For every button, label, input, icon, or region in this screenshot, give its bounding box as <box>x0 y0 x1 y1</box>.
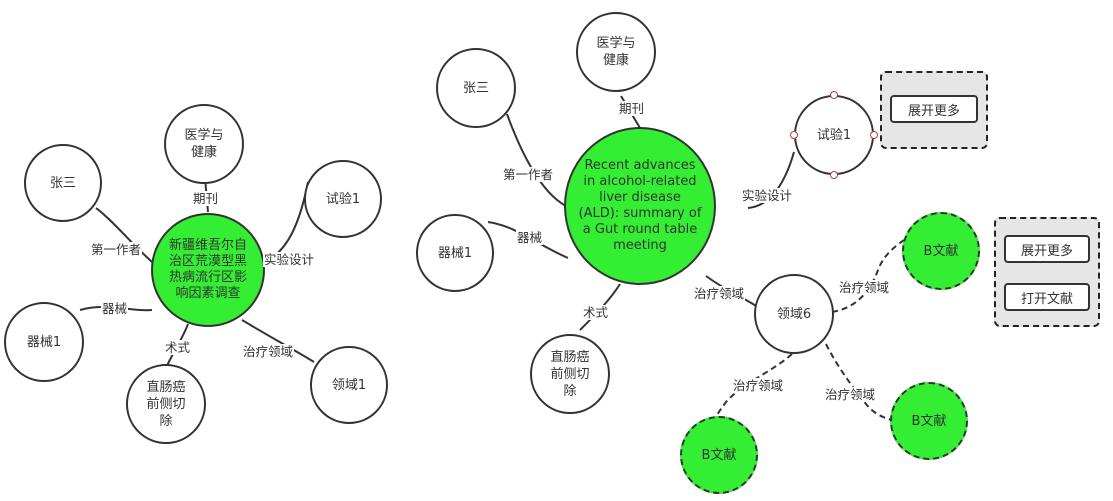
right-edge-label-ref-right: 治疗领域 <box>824 387 877 402</box>
expand-more-button[interactable]: 展开更多 <box>890 95 978 123</box>
right-ref-right-node[interactable]: B文献 <box>890 382 968 460</box>
left-edge-label-field: 治疗领域 <box>242 344 295 359</box>
right-center-title: Recent advances in alcohol-related liver… <box>578 158 702 253</box>
resize-handle-top[interactable] <box>830 91 838 99</box>
left-field-node[interactable]: 领域1 <box>310 346 388 424</box>
left-experiment-node[interactable]: 试验1 <box>304 160 382 238</box>
edge-right-ref-right <box>825 343 893 421</box>
left-device-node[interactable]: 器械1 <box>4 302 84 382</box>
edge-left-author <box>95 207 153 263</box>
left-author-node[interactable]: 张三 <box>24 144 102 222</box>
right-edge-label-ref-top: 治疗领域 <box>838 280 891 295</box>
left-edge-label-device: 器械 <box>101 301 129 316</box>
edge-left-experiment <box>263 181 309 263</box>
field-action-panel: 展开更多 打开文献 <box>994 217 1100 327</box>
right-edge-label-ref-bottom: 治疗领域 <box>732 378 785 393</box>
open-reference-button[interactable]: 打开文献 <box>1004 283 1090 311</box>
resize-handle-left[interactable] <box>790 131 798 139</box>
left-edge-label-journal: 期刊 <box>192 191 220 206</box>
right-experiment-node[interactable]: 试验1 <box>794 95 874 175</box>
left-journal-node[interactable]: 医学与健康 <box>164 104 244 184</box>
right-ref-bottom-node[interactable]: B文献 <box>680 416 758 494</box>
left-center-title: 新疆维吾尔自治区荒漠型黑热病流行区影响因素调查 <box>168 238 247 301</box>
left-surgery-node[interactable]: 直肠癌前侧切除 <box>126 364 206 444</box>
left-edge-label-surgery: 术式 <box>164 340 192 355</box>
edge-right-ref-bottom <box>715 353 793 419</box>
left-edge-label-experiment: 实验设计 <box>263 252 316 267</box>
right-field-node[interactable]: 领域6 <box>754 274 834 354</box>
right-edge-label-author: 第一作者 <box>502 167 555 182</box>
edge-right-author <box>506 113 567 207</box>
resize-handle-right[interactable] <box>870 131 878 139</box>
right-ref-top-node[interactable]: B文献 <box>902 212 980 290</box>
right-device-node[interactable]: 器械1 <box>416 214 494 292</box>
right-author-node[interactable]: 张三 <box>436 48 516 128</box>
right-surgery-node[interactable]: 直肠癌前侧切除 <box>530 334 610 414</box>
edge-right-ref-top <box>831 239 905 313</box>
left-edge-label-author: 第一作者 <box>90 242 143 257</box>
right-center-node[interactable]: Recent advances in alcohol-related liver… <box>564 127 716 285</box>
resize-handle-bottom[interactable] <box>830 171 838 179</box>
right-edge-label-device: 器械 <box>516 230 544 245</box>
right-edge-label-journal: 期刊 <box>618 101 646 116</box>
right-edge-label-surgery: 术式 <box>582 305 610 320</box>
right-journal-node[interactable]: 医学与健康 <box>576 12 656 92</box>
expand-more-button[interactable]: 展开更多 <box>1004 235 1090 263</box>
experiment-action-panel: 展开更多 <box>880 71 988 149</box>
left-center-node[interactable]: 新疆维吾尔自治区荒漠型黑热病流行区影响因素调查 <box>151 213 265 327</box>
right-edge-label-field: 治疗领域 <box>693 286 746 301</box>
right-edge-label-experiment: 实验设计 <box>741 188 794 203</box>
